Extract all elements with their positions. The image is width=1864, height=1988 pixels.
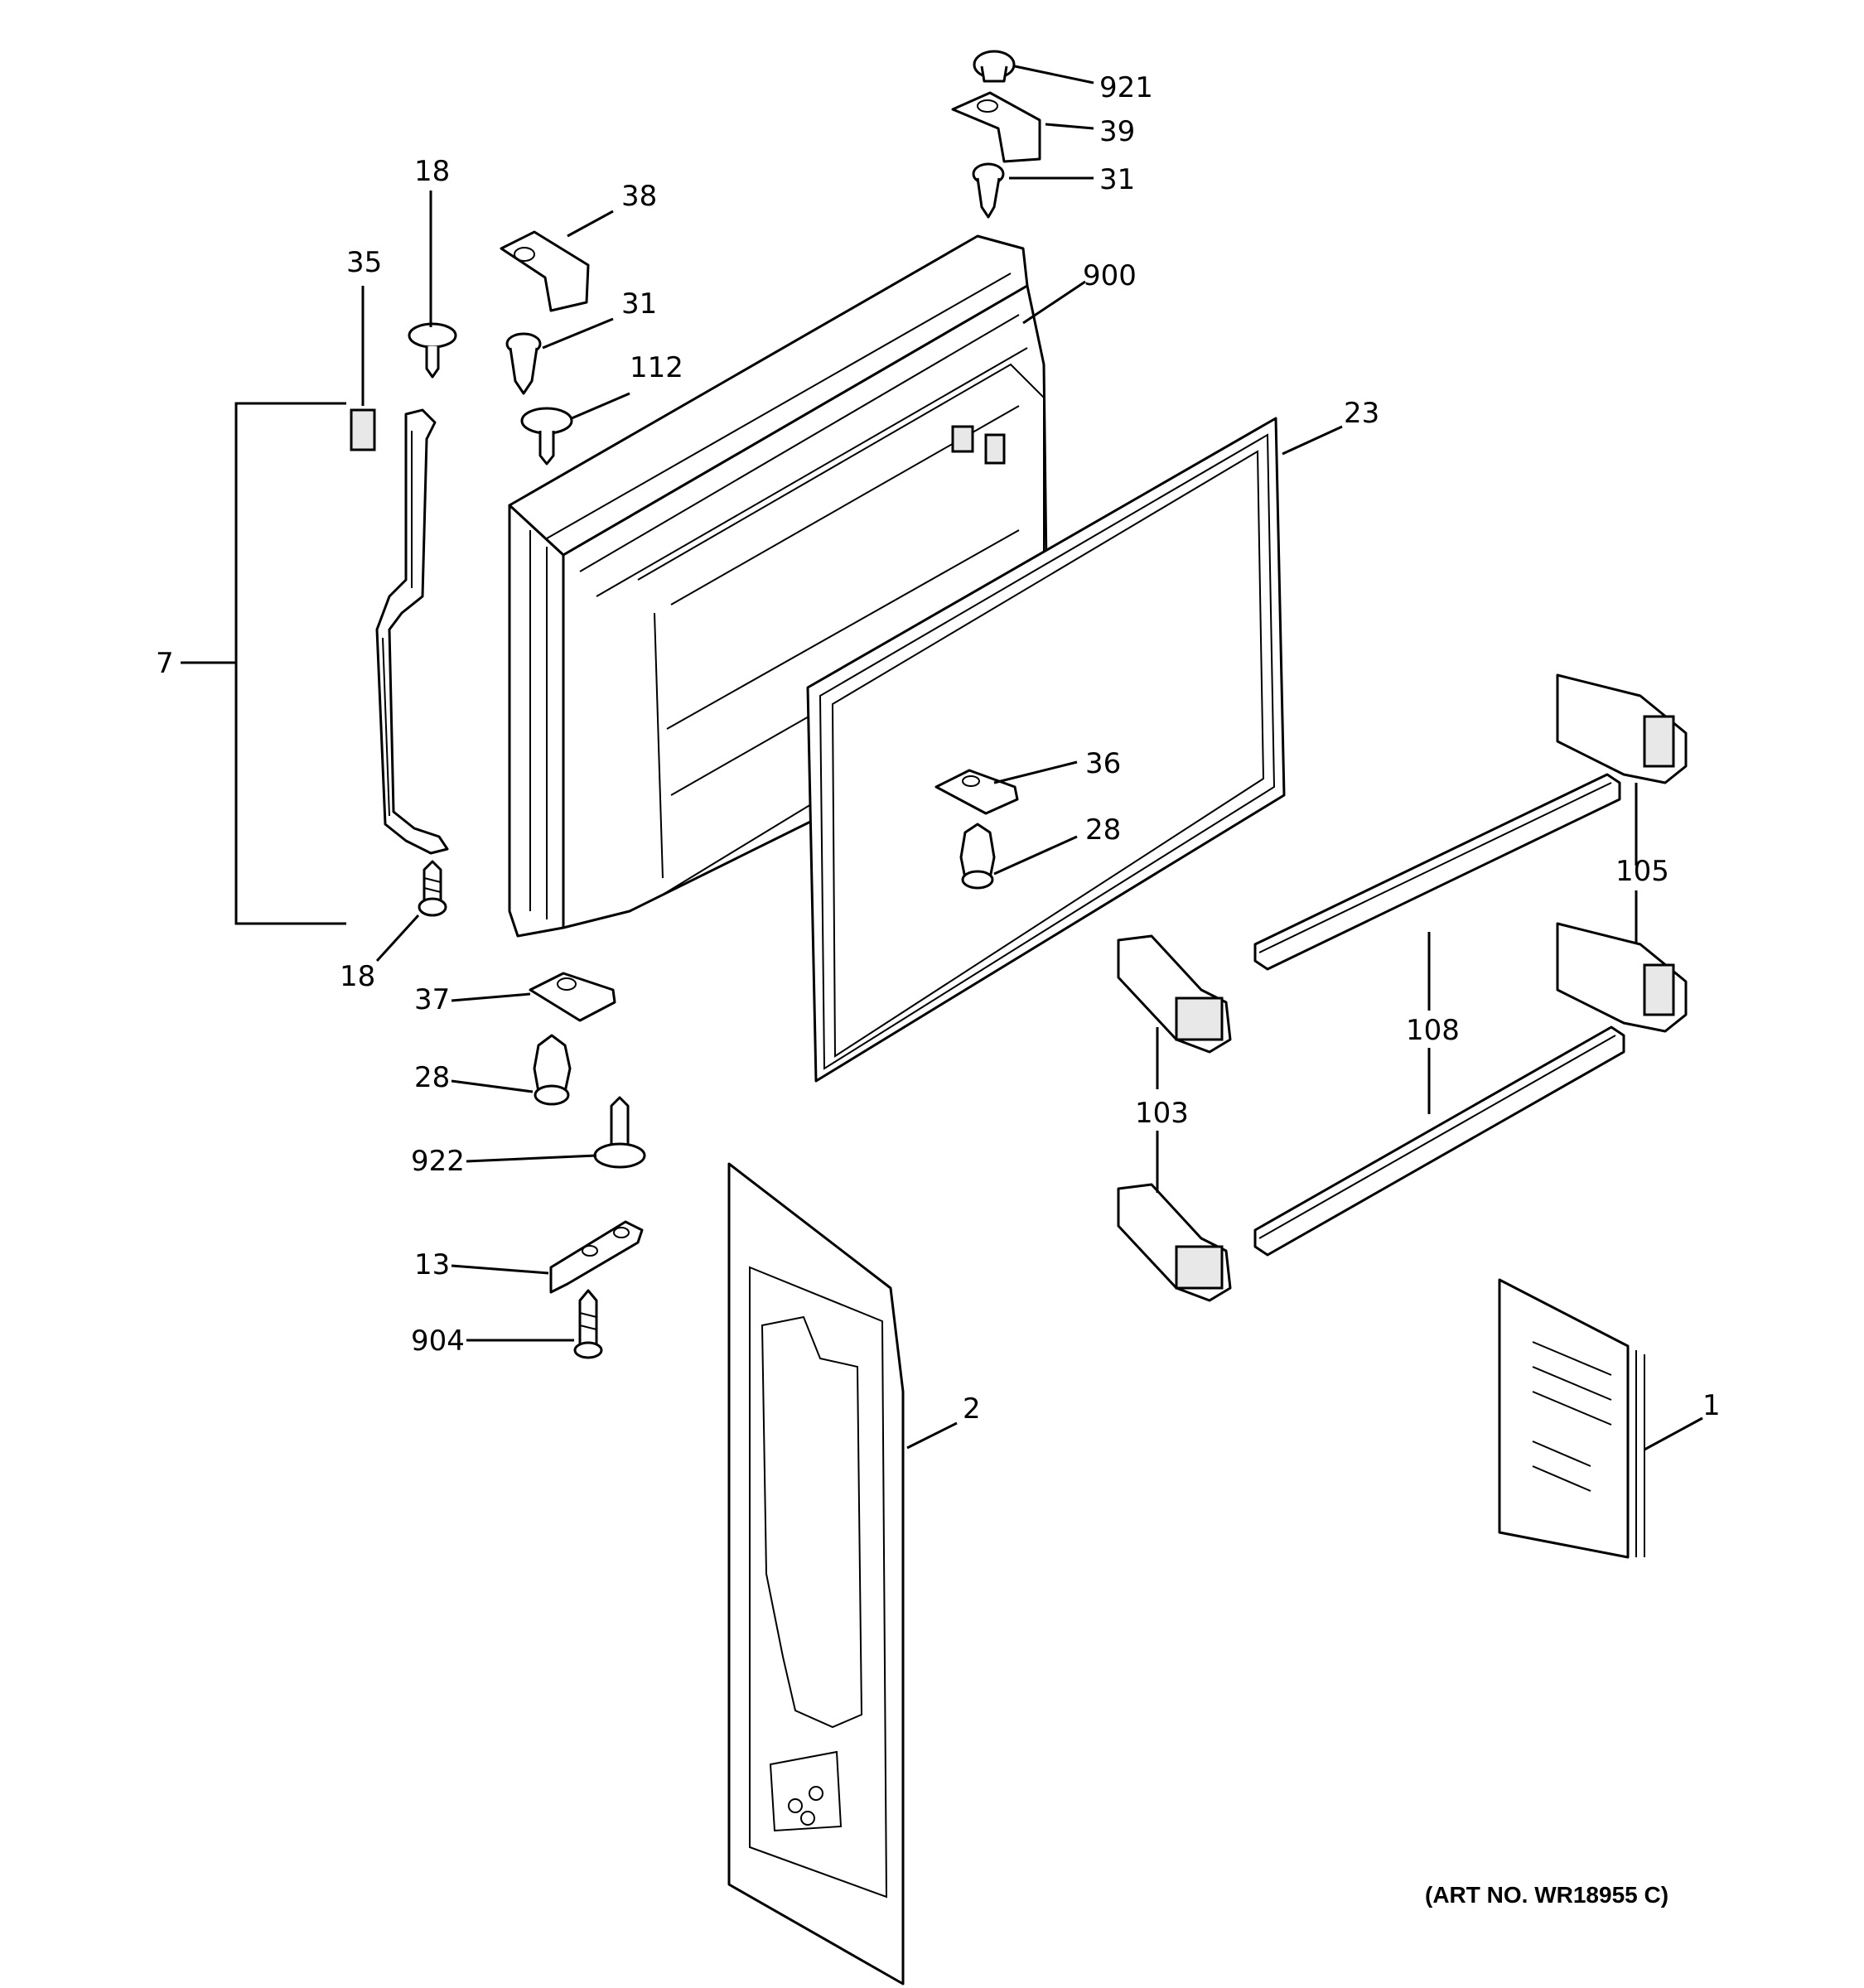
bin-end-105-top[interactable]	[1556, 673, 1688, 784]
bin-rail-108-bottom[interactable]	[1253, 1025, 1625, 1257]
pin-28-lower[interactable]	[533, 1034, 572, 1106]
callout-28-lower[interactable]: 28	[414, 1061, 450, 1094]
leader-lines	[361, 65, 1703, 1451]
bushing-31-mid[interactable]	[505, 332, 542, 395]
bushing-31-top[interactable]	[972, 162, 1005, 219]
screw-112[interactable]	[520, 407, 573, 466]
bin-end-103-top[interactable]	[1117, 934, 1232, 1054]
bracket-13[interactable]	[549, 1220, 644, 1294]
callout-2[interactable]: 2	[963, 1392, 981, 1426]
door-liner-2[interactable]	[727, 1162, 905, 1986]
callout-36[interactable]: 36	[1085, 747, 1121, 780]
callout-112[interactable]: 112	[630, 351, 683, 384]
callout-108[interactable]: 108	[1406, 1014, 1460, 1047]
callout-103[interactable]: 103	[1135, 1097, 1189, 1130]
door-gasket-23[interactable]	[806, 417, 1286, 1083]
callout-922[interactable]: 922	[411, 1145, 465, 1178]
hinge-38[interactable]	[500, 230, 590, 312]
callout-38[interactable]: 38	[621, 180, 657, 213]
callout-28-mid[interactable]: 28	[1085, 813, 1121, 847]
callout-105[interactable]: 105	[1615, 855, 1669, 888]
callout-labels: 921 39 31 900 18 38 35 31 112 23 7 36 28…	[156, 71, 1721, 1426]
screw-18-bottom[interactable]	[418, 860, 447, 917]
callout-7[interactable]: 7	[156, 647, 174, 680]
handle-assembly-7[interactable]	[350, 408, 449, 855]
callout-37[interactable]: 37	[414, 983, 450, 1016]
freezer-door-900[interactable]	[508, 234, 1050, 938]
callout-35[interactable]: 35	[346, 246, 382, 279]
callout-31-mid[interactable]: 31	[621, 287, 657, 321]
callout-1[interactable]: 1	[1702, 1389, 1721, 1422]
callout-39[interactable]: 39	[1099, 115, 1135, 148]
callout-900[interactable]: 900	[1083, 259, 1137, 292]
cap-921[interactable]	[973, 50, 1016, 83]
bin-end-103-bottom[interactable]	[1117, 1183, 1232, 1302]
callout-13[interactable]: 13	[414, 1248, 450, 1281]
bin-end-105-bottom[interactable]	[1556, 922, 1688, 1033]
screw-922[interactable]	[593, 1096, 646, 1169]
screw-904[interactable]	[573, 1289, 603, 1359]
callout-18-bottom[interactable]: 18	[340, 960, 375, 993]
bracket-7	[181, 402, 346, 925]
hinge-39[interactable]	[951, 91, 1041, 163]
plate-37[interactable]	[529, 972, 616, 1022]
callout-31-top[interactable]: 31	[1099, 163, 1135, 196]
callout-18-top[interactable]: 18	[414, 155, 450, 188]
art-number: (ART NO. WR18955 C)	[1425, 1882, 1668, 1908]
bin-rail-108-top[interactable]	[1253, 773, 1621, 971]
callout-23[interactable]: 23	[1344, 397, 1379, 430]
manual-1[interactable]	[1498, 1278, 1645, 1559]
screw-18-top[interactable]	[408, 322, 457, 379]
callout-904[interactable]: 904	[411, 1325, 465, 1358]
pin-28-mid[interactable]	[959, 823, 996, 890]
callout-921[interactable]: 921	[1099, 71, 1153, 104]
